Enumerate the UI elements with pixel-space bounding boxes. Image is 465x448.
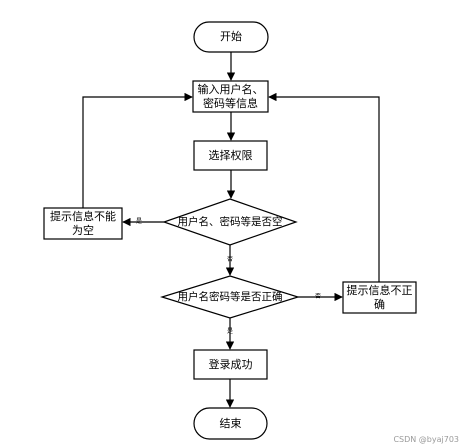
edge-label-correct-no: 否 xyxy=(315,293,322,300)
success-label: 登录成功 xyxy=(208,357,253,371)
success-box xyxy=(193,349,268,380)
end-terminal xyxy=(193,407,268,440)
input-process-box xyxy=(192,80,269,113)
prompt-incorrect-label: 提示信息不正 确 xyxy=(346,283,413,311)
check-correct-label: 用户名密码等是否正确 xyxy=(177,291,283,303)
end-label: 结束 xyxy=(219,416,242,430)
prompt-incorrect-box xyxy=(342,281,417,314)
edge-label-empty-yes: 是 xyxy=(136,218,143,225)
start-label: 开始 xyxy=(220,30,242,43)
check-empty-label: 用户名、密码等是否空 xyxy=(177,216,283,228)
edge-label-empty-no: 否 xyxy=(227,256,234,263)
select-permission-label: 选择权限 xyxy=(208,148,253,162)
edge-label-correct-yes: 是 xyxy=(227,328,234,335)
prompt-empty-label: 提示信息不能 为空 xyxy=(50,209,116,237)
arrow-prompt-empty-back-to-input xyxy=(82,92,193,208)
select-permission-box xyxy=(193,140,268,171)
watermark-text: CSDN @byaj703 xyxy=(393,435,459,444)
input-label: 输入用户名、 密码等信息 xyxy=(197,82,264,110)
arrow-prompt-incorrect-back-to-input xyxy=(268,92,380,282)
